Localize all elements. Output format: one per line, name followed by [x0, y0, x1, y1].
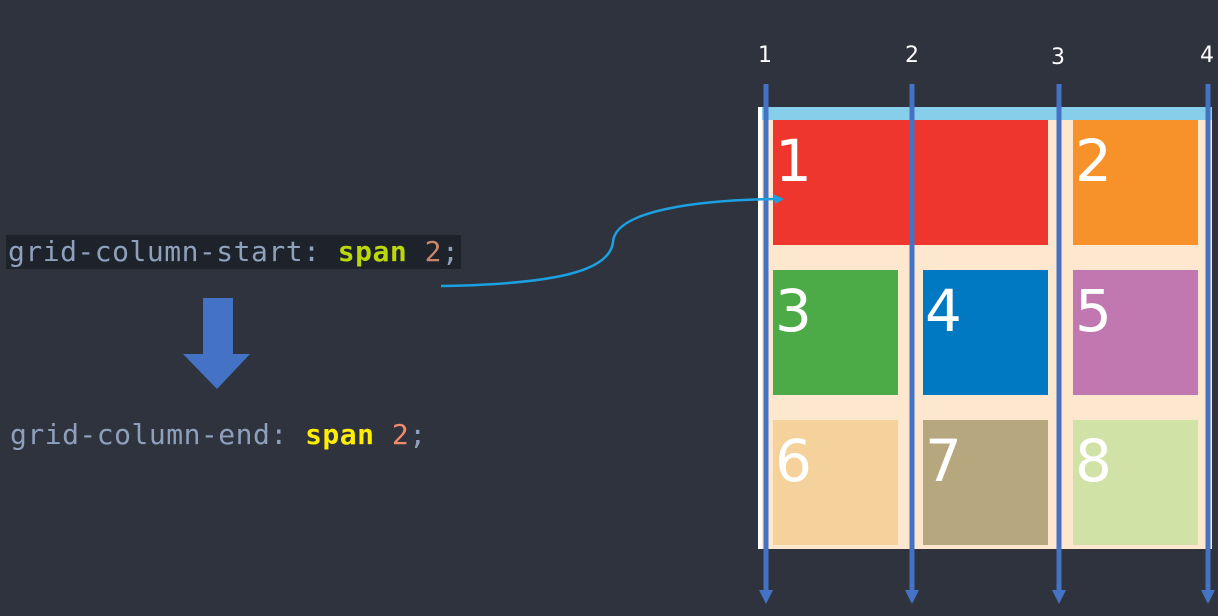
grid-line-2: [905, 84, 919, 604]
grid-item-7: 7: [923, 420, 1048, 545]
code-keyword: span: [337, 235, 408, 268]
grid-item-label: 8: [1075, 427, 1112, 495]
code-value: 2: [391, 418, 410, 451]
grid-item-label: 7: [925, 427, 962, 495]
grid-line-number-2: 2: [905, 43, 919, 68]
grid-item-label: 5: [1075, 277, 1112, 345]
grid-item-label: 1: [775, 127, 812, 195]
connector-arrow: [440, 197, 777, 288]
grid-line-3: [1052, 84, 1066, 604]
grid-item-5: 5: [1073, 270, 1198, 395]
grid-item-label: 2: [1075, 127, 1112, 195]
arrow-down-icon: [1052, 590, 1066, 604]
grid-item-label: 3: [775, 277, 812, 345]
arrow-down-icon: [905, 590, 919, 604]
arrow-down-icon: [183, 298, 250, 389]
arrow-down-icon: [759, 590, 773, 604]
code-property: grid-column-start:: [8, 235, 338, 268]
grid-item-label: 6: [775, 427, 812, 495]
arrow-down-icon: [1201, 590, 1215, 604]
grid-line-1: [759, 84, 773, 604]
grid-line-number-4: 4: [1200, 43, 1214, 68]
grid-item-4: 4: [923, 270, 1048, 395]
code-keyword: span: [305, 418, 375, 451]
grid-item-6: 6: [773, 420, 898, 545]
code-value: 2: [424, 235, 442, 268]
grid-container: 1 2 3 4 5 6 7 8: [758, 107, 1212, 549]
code-line-grid-column-start: grid-column-start: span 2;: [6, 235, 462, 269]
grid-item-3: 3: [773, 270, 898, 395]
code-property: grid-column-end:: [10, 418, 306, 451]
arrowhead-icon: [773, 194, 784, 204]
grid-item-8: 8: [1073, 420, 1198, 545]
code-semicolon: ;: [441, 235, 460, 268]
code-line-grid-column-end: grid-column-end: span 2;: [10, 418, 427, 452]
grid-line-number-1: 1: [758, 43, 772, 68]
grid-line-4: [1201, 84, 1215, 604]
grid-line-number-3: 3: [1051, 45, 1065, 70]
grid-top-bar: [762, 107, 1212, 120]
grid-item-label: 4: [925, 277, 962, 345]
code-semicolon: ;: [409, 418, 427, 451]
grid-item-2: 2: [1073, 120, 1198, 245]
